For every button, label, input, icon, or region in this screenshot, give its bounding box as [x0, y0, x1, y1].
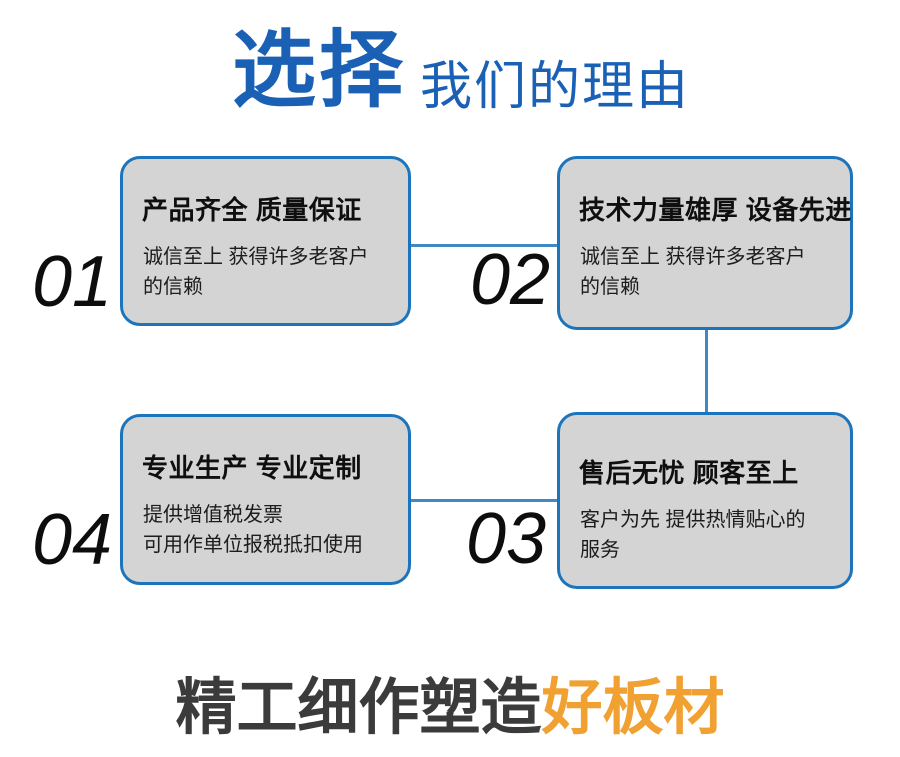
card-description: 客户为先 提供热情贴心的 服务: [580, 509, 806, 561]
connector-line-bottom: [411, 499, 557, 502]
connector-line-top: [411, 244, 557, 247]
card-description: 诚信至上 获得许多老客户 的信赖: [580, 246, 806, 298]
card-description: 提供增值税发票 可用作单位报税抵扣使用: [143, 504, 363, 556]
step-number-01: 01: [32, 242, 113, 322]
step-number-02: 02: [470, 240, 551, 320]
card-after-sales: 售后无忧 顾客至上 客户为先 提供热情贴心的 服务: [557, 412, 853, 589]
card-title: 专业生产 专业定制: [142, 453, 362, 483]
connector-line-vertical: [705, 329, 708, 413]
card-custom-production: 专业生产 专业定制 提供增值税发票 可用作单位报税抵扣使用: [120, 414, 411, 585]
card-tech-equipment: 技术力量雄厚 设备先进 诚信至上 获得许多老客户 的信赖: [557, 156, 853, 330]
card-title: 产品齐全 质量保证: [142, 195, 362, 225]
page-title-sub: 我们的理由: [420, 58, 691, 116]
footer-tagline-text: 精工细作塑造: [175, 673, 542, 741]
card-title: 技术力量雄厚 设备先进: [579, 195, 852, 225]
step-number-03: 03: [466, 499, 547, 579]
card-title: 售后无忧 顾客至上: [579, 458, 799, 488]
card-product-quality: 产品齐全 质量保证 诚信至上 获得许多老客户 的信赖: [120, 156, 411, 326]
card-description: 诚信至上 获得许多老客户 的信赖: [143, 246, 369, 298]
page-title-main: 选择: [232, 23, 407, 117]
footer-tagline-highlight: 好板材: [541, 673, 725, 741]
footer-tagline: 精工细作塑造好板材: [0, 672, 900, 742]
step-number-04: 04: [32, 500, 113, 580]
